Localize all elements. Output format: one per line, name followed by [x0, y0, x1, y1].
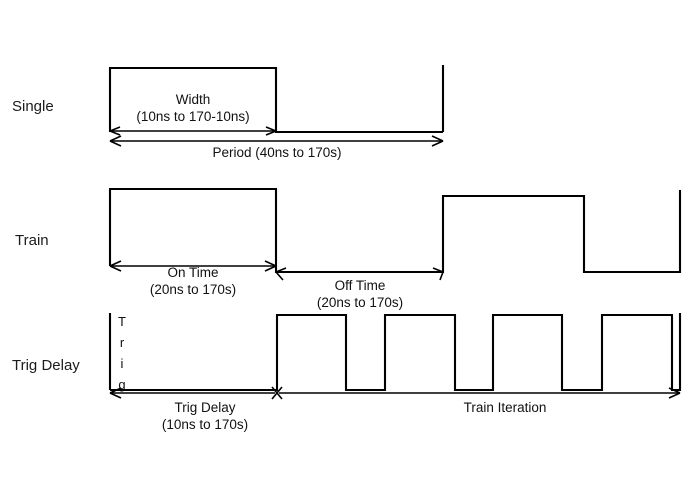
- label-off-time-range: (20ns to 170s): [317, 295, 403, 310]
- trig-letter-i: i: [121, 356, 124, 371]
- trig-vertical-label: T r i g: [118, 314, 126, 392]
- label-period: Period (40ns to 170s): [212, 145, 341, 160]
- row-single: Single Width (10ns to 170-10ns) Period (…: [12, 65, 445, 160]
- waveform-train: [108, 187, 682, 274]
- label-trig-delay-name: Trig Delay: [174, 400, 235, 415]
- trig-letter-t: T: [118, 314, 126, 329]
- dimension-period: [109, 135, 444, 147]
- row-label-single: Single: [12, 98, 54, 115]
- row-trig-delay: Trig Delay T r i g Trig Delay (10ns to 1…: [12, 313, 682, 432]
- label-off-time-name: Off Time: [335, 278, 386, 293]
- label-width-name: Width: [176, 92, 211, 107]
- row-label-train: Train: [15, 232, 49, 249]
- label-train-iteration: Train Iteration: [464, 400, 547, 415]
- row-train: Train On Time (20ns to 170s) Off Time (2…: [15, 187, 682, 310]
- label-on-time-range: (20ns to 170s): [150, 282, 236, 297]
- dimension-off-time: [275, 267, 444, 281]
- label-trig-delay-range: (10ns to 170s): [162, 417, 248, 432]
- trig-letter-r: r: [120, 335, 125, 350]
- waveform-trig-delay: [110, 313, 682, 392]
- dimension-train-iteration: [279, 387, 681, 399]
- label-width-range: (10ns to 170-10ns): [136, 109, 249, 124]
- row-label-trig-delay: Trig Delay: [12, 357, 80, 374]
- dimension-width: [109, 126, 277, 136]
- dimension-trig-delay: [109, 386, 283, 400]
- label-on-time-name: On Time: [167, 265, 218, 280]
- trig-letter-g: g: [118, 377, 125, 392]
- dimension-on-time: [109, 260, 277, 272]
- waveform-single: [108, 65, 445, 134]
